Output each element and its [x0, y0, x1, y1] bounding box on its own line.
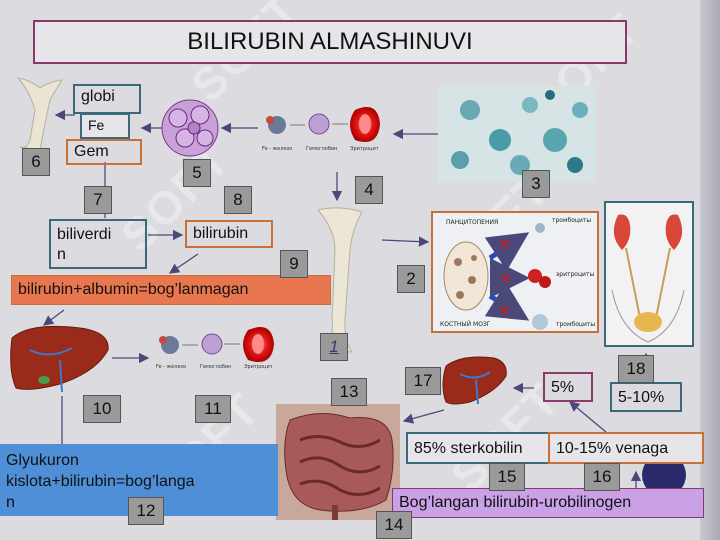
- svg-text:Гемоглобин: Гемоглобин: [200, 364, 231, 370]
- fe-label: Fe: [80, 113, 130, 139]
- svg-text:Гемоглобин: Гемоглобин: [306, 146, 337, 152]
- svg-text:✕: ✕: [498, 235, 511, 254]
- svg-text:эритроциты: эритроциты: [556, 271, 594, 278]
- number-badge-16: 16: [584, 463, 620, 491]
- svg-text:КОСТНЫЙ МОЗГ: КОСТНЫЙ МОЗГ: [440, 321, 491, 328]
- number-badge-5: 5: [183, 159, 211, 187]
- molecule-row-middle: [159, 327, 274, 362]
- svg-text:тромбоциты: тромбоциты: [552, 217, 591, 224]
- hemoglobin-molecule-icon: [161, 99, 219, 157]
- number-badge-18: 18: [618, 355, 654, 383]
- number-badge-13: 13: [331, 378, 367, 406]
- molecule-row-top: [266, 107, 380, 142]
- decorative-circle: [642, 453, 686, 497]
- svg-text:тромбоциты: тромбоциты: [556, 321, 595, 328]
- number-badge-9: 9: [280, 250, 308, 278]
- venaga-label: 10-15% venaga: [548, 432, 704, 464]
- svg-text:Fe - железо: Fe - железо: [262, 146, 292, 152]
- svg-text:Эритроцит: Эритроцит: [244, 364, 273, 370]
- marrow-captions: ПАНЦИТОПЕНИЯ КОСТНЫЙ МОЗГ тромбоциты эри…: [440, 217, 595, 328]
- bone-icon-top-left: [16, 77, 64, 151]
- globin-label: globi: [73, 84, 141, 114]
- number-badge-3: 3: [522, 170, 550, 198]
- blood-smear-image: [438, 86, 596, 182]
- cell-captions: Fe - железо Гемоглобин Эритроцит Fe - же…: [156, 146, 379, 370]
- five-percent-label: 5%: [543, 372, 593, 402]
- svg-text:Эритроцит: Эритроцит: [350, 146, 379, 152]
- right-edge-bar: [700, 0, 720, 540]
- number-badge-2: 2: [397, 265, 425, 293]
- number-badge-17: 17: [405, 367, 441, 395]
- kidney-urinary-figure: [604, 201, 694, 347]
- biliverdin-label: biliverdi n: [49, 219, 147, 269]
- svg-text:✕: ✕: [499, 269, 512, 288]
- number-badge-11: 11: [195, 395, 231, 423]
- urobilinogen-label: Bog’langan bilirubin-urobilinogen: [392, 488, 704, 518]
- bone-icon-center: [317, 207, 363, 358]
- number-badge-8: 8: [224, 186, 252, 214]
- number-badge-1: 1: [320, 333, 348, 361]
- number-badge-4: 4: [355, 176, 383, 204]
- number-badge-15: 15: [489, 463, 525, 491]
- five-ten-percent-label: 5-10%: [610, 382, 682, 412]
- number-badge-12: 12: [128, 497, 164, 525]
- number-badge-14: 14: [376, 511, 412, 539]
- bilirubin-label: bilirubin: [185, 220, 273, 248]
- number-badge-6: 6: [22, 148, 50, 176]
- svg-text:ПАНЦИТОПЕНИЯ: ПАНЦИТОПЕНИЯ: [446, 219, 498, 226]
- sterkobilin-label: 85% sterkobilin: [406, 432, 558, 464]
- gem-label: Gem: [66, 139, 142, 165]
- page-title: BILIRUBIN ALMASHINUVI: [33, 20, 627, 64]
- intestine-image: [276, 404, 400, 520]
- bilirubin-albumin-label: bilirubin+albumin=bog’lanmagan: [11, 275, 331, 305]
- liver-icon: [10, 325, 109, 393]
- diagram-illustrations: ✕ ✕ ✕: [10, 77, 694, 520]
- svg-text:Fe - железо: Fe - железо: [156, 364, 186, 370]
- svg-text:✕: ✕: [498, 301, 511, 320]
- number-badge-7: 7: [84, 186, 112, 214]
- bone-marrow-panel: ✕ ✕ ✕: [431, 211, 599, 333]
- number-badge-10: 10: [83, 395, 121, 423]
- liver-small-icon: [442, 356, 507, 405]
